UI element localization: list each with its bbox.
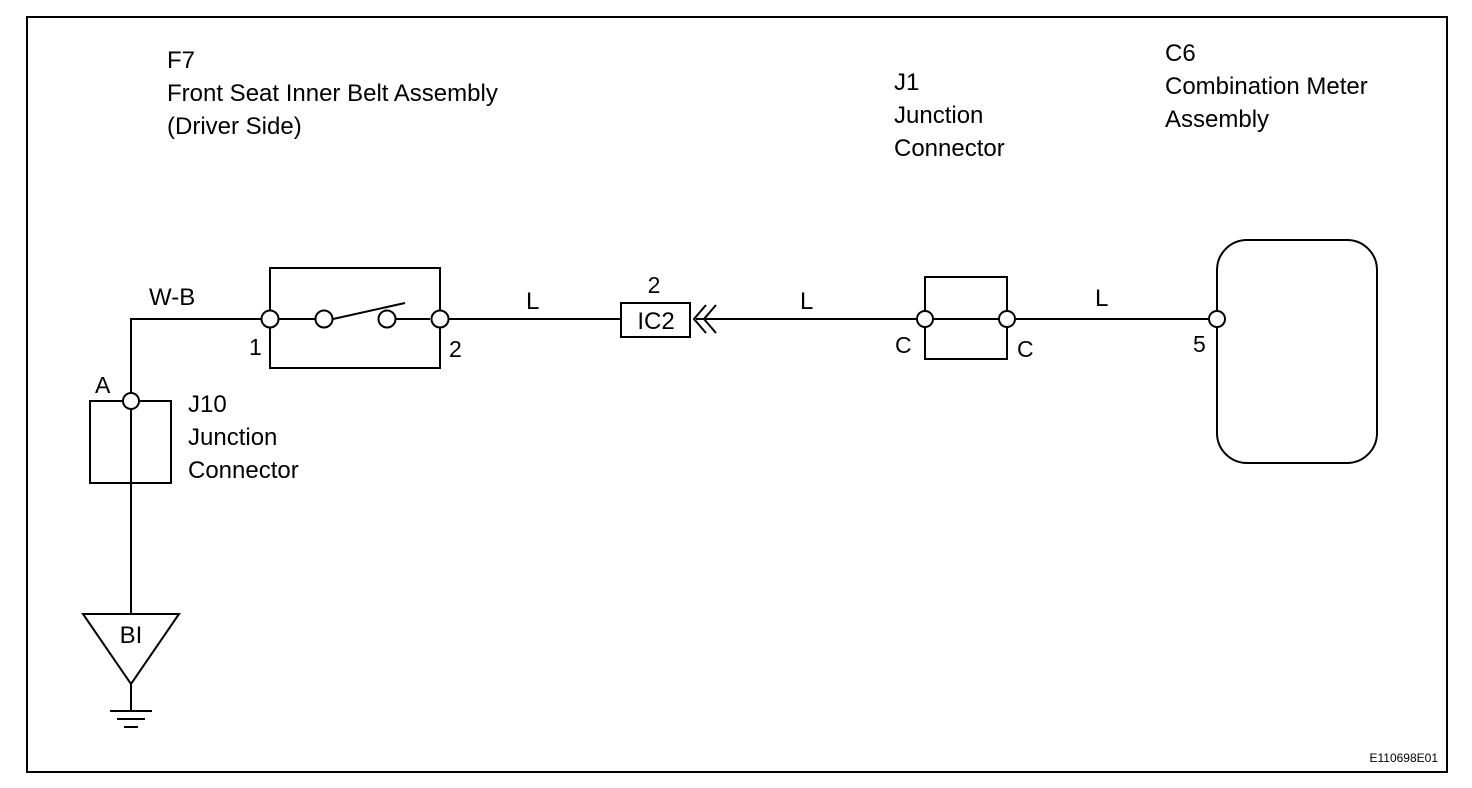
c6-meter-body	[1216, 239, 1378, 464]
ic2-pin: 2	[648, 272, 661, 298]
wire-label-l-1: L	[526, 288, 539, 315]
f7-code: F7	[167, 47, 195, 74]
wire-label-l-3: L	[1095, 285, 1108, 312]
j1-code: J1	[894, 69, 919, 96]
diagram-frame	[26, 16, 1448, 773]
c6-name-line2: Assembly	[1165, 106, 1269, 133]
ground-point-label: BI	[120, 622, 143, 649]
ic2-female-chevron-1	[692, 304, 707, 334]
j1-name-line1: Junction	[894, 102, 983, 129]
f7-switch-contact-b	[377, 309, 397, 329]
f7-terminal-2	[430, 309, 450, 329]
f7-pin-1: 1	[249, 334, 262, 360]
figure-code: E110698E01	[1369, 751, 1438, 765]
j1-name-line2: Connector	[894, 135, 1005, 162]
j10-terminal-a	[122, 392, 140, 410]
wire-label-wb: W-B	[149, 284, 195, 311]
c6-name-line1: Combination Meter	[1165, 73, 1368, 100]
j10-code: J10	[188, 391, 227, 418]
f7-switch-contact-a	[314, 309, 334, 329]
wire-label-l-2: L	[800, 288, 813, 315]
j10-name-line1: Junction	[188, 424, 277, 451]
f7-terminal-1	[260, 309, 280, 329]
j1-pin-left: C	[895, 332, 912, 358]
j1-pin-right: C	[1017, 336, 1034, 362]
c6-pin-5: 5	[1193, 331, 1206, 357]
ic2-connector	[620, 302, 691, 338]
j10-pin-a: A	[95, 372, 111, 398]
f7-name-line2: (Driver Side)	[167, 113, 302, 140]
j10-name-line2: Connector	[188, 457, 299, 484]
ic2-label: IC2	[637, 308, 674, 335]
f7-switch-blade	[332, 302, 406, 320]
c6-code: C6	[1165, 40, 1196, 67]
f7-pin-2: 2	[449, 336, 462, 362]
c6-terminal-5	[1208, 310, 1226, 328]
wire-ground	[130, 318, 262, 684]
j1-terminal-right	[998, 310, 1016, 328]
j1-terminal-left	[916, 310, 934, 328]
f7-name-line1: Front Seat Inner Belt Assembly	[167, 80, 498, 107]
